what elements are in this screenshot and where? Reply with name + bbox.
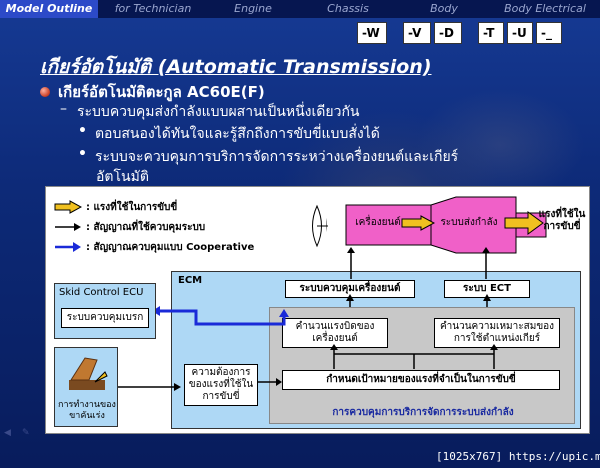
- sub-bullet-1: • ตอบสนองได้ทันใจและรู้สึกถึงการขับขี่แบ…: [78, 123, 380, 145]
- page-title: เกียร์อัตโนมัติ (Automatic Transmission): [40, 56, 432, 78]
- bullet-dot-icon: [40, 87, 50, 97]
- skid-control-ecu: Skid Control ECU ระบบควบคุมเบรก: [54, 283, 156, 339]
- ecm-label: ECM: [178, 275, 203, 286]
- code-w-button[interactable]: -W: [357, 22, 387, 44]
- bullet-main-text: เกียร์อัตโนมัติตะกูล AC60E(F): [58, 83, 265, 101]
- drivetrain-management-group: คำนวนแรงบิดของเครื่องยนต์ คำนวนความเหมาะ…: [269, 307, 575, 424]
- sub-bullet-2: • ระบบจะควบคุมการบริการจัดการระหว่างเครื…: [78, 146, 458, 168]
- dash-icon: –: [60, 101, 67, 117]
- black-arrow-icon: [55, 223, 81, 231]
- dash-item: – ระบบควบคุมส่งกำลังแบบผสานเป็นหนึ่งเดีย…: [60, 101, 360, 123]
- powertrain-diagram: : แรงที่ใช้ในการขับขี่ : สัญญาณที่ใช้ควบ…: [45, 186, 590, 434]
- sub-bullet-1-text: ตอบสนองได้ทันใจและรู้สึกถึงการขับขี่แบบส…: [94, 126, 380, 142]
- back-arrow-icon[interactable]: ◀: [4, 428, 11, 438]
- legend-cooperative-signal-label: : สัญญาณควบคุมแบบ Cooperative: [86, 241, 255, 253]
- diagram-legend: : แรงที่ใช้ในการขับขี่ : สัญญาณที่ใช้ควบ…: [54, 197, 254, 257]
- code-spacer: [390, 22, 400, 44]
- sub-bullet-2-text: ระบบจะควบคุมการบริการจัดการระหว่างเครื่อ…: [94, 149, 459, 165]
- code-spacer: [465, 22, 475, 44]
- output-arrow: [504, 211, 544, 235]
- code-u-button[interactable]: -U: [507, 22, 533, 44]
- pen-icon[interactable]: ✎: [22, 428, 30, 438]
- ect-system-box: ระบบ ECT: [444, 280, 530, 298]
- calc-gear-position-box: คำนวนความเหมาะสมของการใช้ตำแหน่งเกียร์: [434, 318, 560, 348]
- fan-icon: [312, 204, 328, 248]
- drivetrain-management-caption: การควบคุมการบริการจัดการระบบส่งกำลัง: [332, 407, 514, 418]
- code-v-button[interactable]: -V: [403, 22, 431, 44]
- engine-code-selector: -W -V -D -T -U -_: [357, 22, 583, 44]
- ecm-signal-arrows: [258, 294, 498, 386]
- legend-power-flow-label: : แรงที่ใช้ในการขับขี่: [86, 201, 178, 213]
- top-navigation: Model Outline for Technician Engine Chas…: [0, 0, 600, 18]
- sub-bullet-icon: •: [78, 123, 87, 139]
- code-t-button[interactable]: -T: [478, 22, 504, 44]
- target-drive-force-box: กำหนดเป้าหมายของแรงที่จำเป็นในการขับขี่: [282, 370, 560, 390]
- external-signal-arrows: [118, 247, 490, 391]
- legend-control-signal: : สัญญาณที่ใช้ควบคุมระบบ: [54, 217, 254, 237]
- yellow-arrow-icon: [54, 200, 82, 214]
- tab-model-outline[interactable]: Model Outline: [0, 0, 98, 18]
- engine-label: เครื่องยนต์: [355, 217, 401, 228]
- code-underscore-button[interactable]: -_: [536, 22, 562, 44]
- ecm-block: ECM ระบบควบคุมเครื่องยนต์ ระบบ ECT คำนวน…: [171, 271, 581, 429]
- dash-item-text: ระบบควบคุมส่งกำลังแบบผสานเป็นหนึ่งเดียวก…: [77, 104, 360, 120]
- tab-chassis[interactable]: Chassis: [327, 2, 369, 15]
- image-host-watermark: [1025x767] https://upic.me/: [436, 450, 600, 463]
- code-d-button[interactable]: -D: [434, 22, 462, 44]
- tab-body-electrical[interactable]: Body Electrical: [504, 2, 586, 15]
- sub-bullet-icon: •: [78, 146, 87, 162]
- drivetrain-label: ระบบส่งกำลัง: [440, 217, 498, 228]
- power-demand-box: ความต้องการของแรงที่ใช้ในการขับขี่: [184, 364, 258, 406]
- blue-arrow-icon: [55, 242, 81, 252]
- accelerator-operation-label: การทำงานของขาคันเร่ง: [58, 400, 116, 421]
- bullet-main: เกียร์อัตโนมัติตะกูล AC60E(F): [40, 80, 265, 104]
- slide-nav-icons: ◀ ✎: [4, 428, 32, 438]
- accelerator-pedal-icon: [69, 357, 108, 390]
- tab-body[interactable]: Body: [430, 2, 458, 15]
- legend-control-signal-label: : สัญญาณที่ใช้ควบคุมระบบ: [86, 221, 206, 233]
- accelerator-pedal-block: การทำงานของขาคันเร่ง: [54, 347, 118, 427]
- skid-control-ecu-label: Skid Control ECU: [59, 287, 144, 298]
- tab-engine[interactable]: Engine: [234, 2, 272, 15]
- legend-power-flow: : แรงที่ใช้ในการขับขี่: [54, 197, 254, 217]
- drive-force-output-label: แรงที่ใช้ในการขับขี่: [538, 209, 586, 232]
- engine-to-drivetrain-arrow: [401, 215, 435, 231]
- calc-engine-torque-box: คำนวนแรงบิดของเครื่องยนต์: [282, 318, 388, 348]
- legend-cooperative-signal: : สัญญาณควบคุมแบบ Cooperative: [54, 237, 254, 257]
- tab-for-technician[interactable]: for Technician: [114, 2, 192, 15]
- brake-control-box: ระบบควบคุมเบรก: [61, 308, 149, 328]
- sub-bullet-2-continuation: อัตโนมัติ: [96, 169, 149, 185]
